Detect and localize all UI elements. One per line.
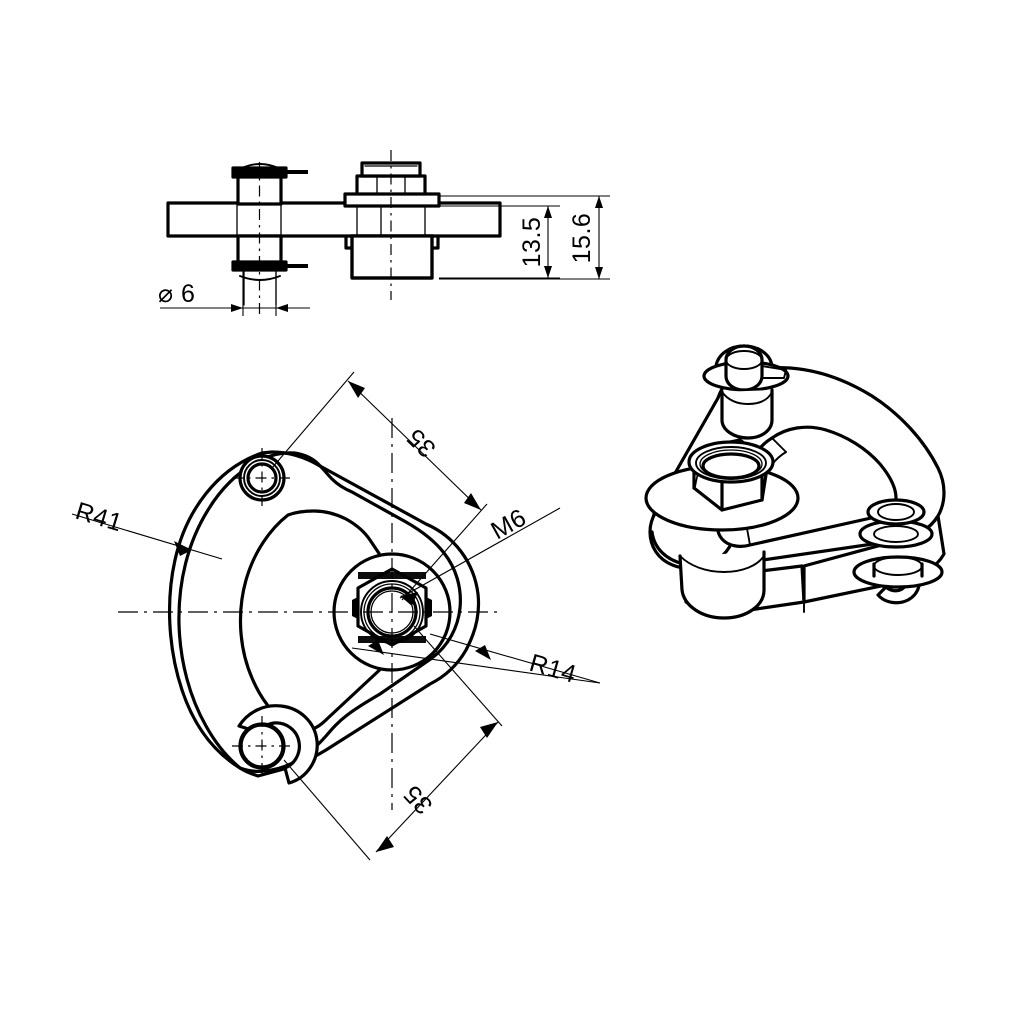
plan-lower-hole [232, 704, 319, 785]
dimension-dia-6-label: ⌀ 6 [158, 280, 195, 308]
leader-m6 [399, 507, 561, 606]
elevation-right-bolt [343, 150, 441, 300]
dimension-r41-label: R41 [72, 497, 125, 537]
dimension-upper-35 [271, 371, 488, 601]
iso-top-fastener [702, 344, 790, 440]
dimension-13-5 [439, 205, 560, 279]
iso-center-hex-nut [644, 438, 800, 532]
dimension-lower-35-label: 35 [398, 779, 438, 819]
plan-center-hex-nut [352, 567, 432, 647]
leader-r41 [71, 513, 223, 560]
iso-right-hole [866, 498, 926, 526]
dimension-dia-6 [160, 268, 310, 316]
elevation-plate [166, 201, 502, 238]
dimension-15-6-label: 15.6 [568, 213, 596, 264]
elevation-left-pin [231, 162, 308, 318]
dimension-lower-35 [283, 625, 503, 861]
dimension-m6-label: M6 [486, 503, 531, 545]
isometric-view [644, 344, 946, 620]
dimension-15-6 [439, 195, 610, 280]
dimension-r14-label: R14 [526, 649, 579, 689]
dimension-upper-35-label: 35 [401, 423, 441, 463]
leader-r14 [351, 633, 601, 684]
iso-bottom-fastener [852, 519, 944, 605]
dimension-13-5-label: 13.5 [518, 217, 546, 268]
iso-center-boss [678, 550, 766, 620]
